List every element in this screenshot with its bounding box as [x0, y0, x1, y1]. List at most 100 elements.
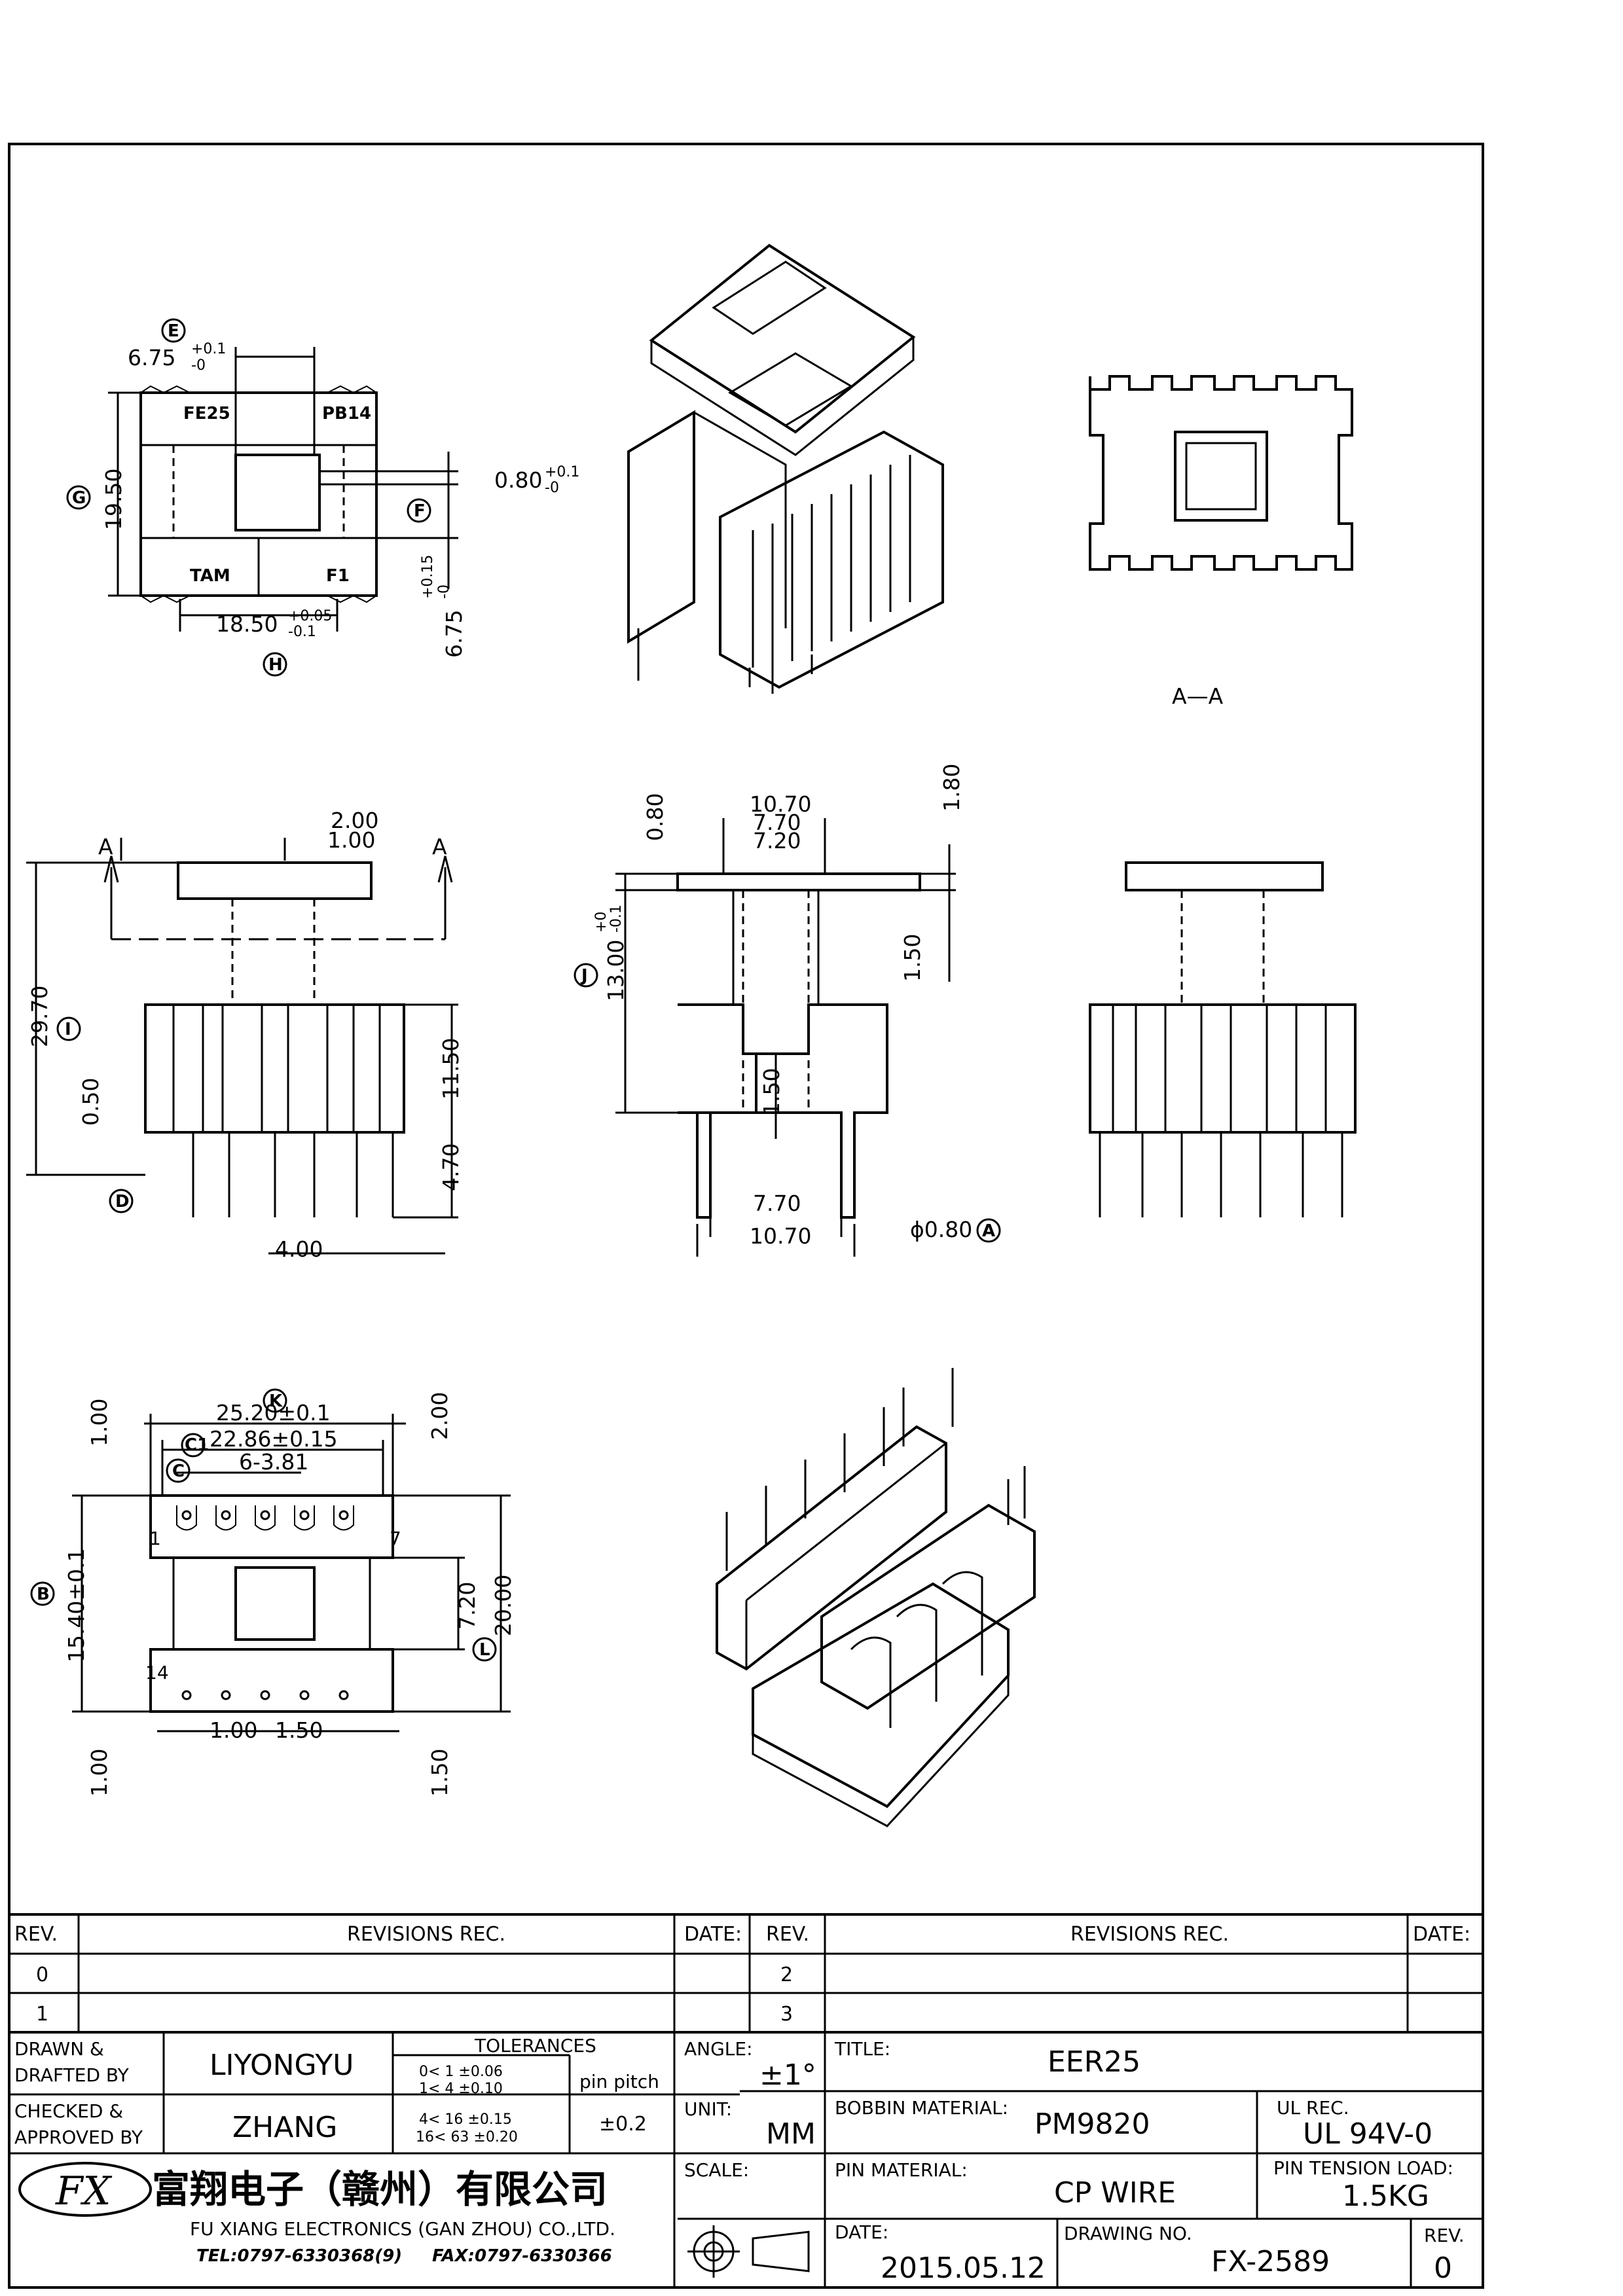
svg-text:C: C: [172, 1462, 185, 1481]
rev-row-2: 2: [780, 1964, 793, 1986]
revisions-header: REVISIONS REC.: [347, 1923, 505, 1946]
unit-label: UNIT:: [684, 2098, 732, 2120]
tol-row-3: 16< 63 ±0.20: [416, 2129, 518, 2145]
svg-text:K: K: [269, 1391, 283, 1411]
section-mark-left: A: [98, 834, 113, 859]
front-dim-150a: 1.50: [900, 934, 925, 982]
callout-g: G: [66, 485, 91, 510]
isometric-view-top: [627, 243, 944, 694]
top-label-fe25: FE25: [183, 404, 230, 423]
rev-header: REV.: [14, 1923, 58, 1946]
callout-j: J: [574, 963, 598, 988]
bottom-dim-b: 15.40±0.1: [64, 1548, 89, 1662]
side-dim-400: 4.00: [275, 1236, 323, 1262]
drawn-label-2: DRAFTED BY: [14, 2064, 130, 2086]
tol-row-2: 4< 16 ±0.15: [419, 2111, 512, 2128]
top-label-f1: F1: [326, 566, 350, 586]
bobbin-material-label: BOBBIN MATERIAL:: [835, 2097, 1008, 2119]
side-dim-2970: 29.70: [27, 986, 52, 1047]
front-dim-080: 0.80: [642, 793, 668, 841]
bottom-dim-720: 7.20: [454, 1582, 480, 1630]
unit-value: MM: [766, 2117, 816, 2151]
callout-c: C: [166, 1458, 191, 1483]
svg-text:H: H: [268, 655, 283, 675]
pin-pitch-label: pin pitch: [579, 2071, 659, 2092]
bottom-dim-100b: 1.00: [210, 1717, 257, 1743]
top-dim-h-tol-dn: -0.1: [288, 624, 316, 640]
date-header-2: DATE:: [1413, 1923, 1470, 1946]
title-label: TITLE:: [834, 2038, 890, 2060]
bottom-view: [72, 1414, 511, 1732]
front-dim-770b: 7.70: [753, 1191, 801, 1216]
side-dim-100: 1.00: [327, 827, 375, 853]
svg-text:C1: C1: [185, 1435, 209, 1455]
pin-material-label: PIN MATERIAL:: [835, 2159, 968, 2181]
date-label: DATE:: [835, 2221, 888, 2243]
bottom-dim-c1: 22.86±0.15: [210, 1426, 338, 1452]
side-view: [26, 838, 458, 1255]
front-dim-1300-tol-dn: -0.1: [608, 905, 625, 933]
top-label-pb14: PB14: [322, 404, 371, 423]
angle-label: ANGLE:: [684, 2038, 753, 2060]
front-dim-1070b: 10.70: [750, 1223, 811, 1249]
pin-tension-value: 1.5KG: [1342, 2179, 1429, 2213]
checked-by: ZHANG: [232, 2111, 337, 2144]
front-dim-180: 1.80: [939, 764, 964, 812]
top-dim-f: 0.80: [494, 467, 542, 493]
svg-text:L: L: [479, 1640, 490, 1660]
bottom-dim-150: 1.50: [275, 1717, 323, 1743]
bottom-dim-200: 2.00: [427, 1392, 452, 1440]
svg-text:E: E: [168, 321, 179, 341]
tol-row-1: 1< 4 ±0.10: [419, 2081, 503, 2097]
pin-pitch-value: ±0.2: [599, 2113, 647, 2136]
revisions-header-2: REVISIONS REC.: [1070, 1923, 1229, 1946]
bottom-pin-1: 1: [149, 1528, 161, 1549]
company-tel: TEL:0797-6330368(9): [196, 2246, 402, 2266]
top-dim-f-tol-dn: -0: [545, 480, 559, 496]
section-aa-view: [1089, 375, 1353, 571]
bottom-dim-100c: 1.00: [86, 1749, 112, 1797]
drawn-label-1: DRAWN &: [14, 2038, 104, 2060]
bottom-dim-2000: 20.00: [490, 1575, 516, 1636]
drawing-no-value: FX-2589: [1211, 2245, 1330, 2278]
rev-value: 0: [1434, 2251, 1452, 2285]
top-dim-g: 19.50: [101, 469, 126, 530]
svg-text:F: F: [414, 501, 426, 521]
side-dim-050: 0.50: [78, 1078, 103, 1126]
top-label-tam: TAM: [190, 566, 230, 586]
sheet-border: [8, 143, 1484, 2289]
section-side-view: [1089, 861, 1357, 1217]
front-dim-1300: 13.00: [603, 940, 629, 1001]
front-dim-720: 7.20: [753, 828, 801, 853]
bottom-dim-c: 6-3.81: [239, 1449, 308, 1475]
top-dim-e: 6.75: [128, 345, 175, 370]
bottom-pin-14: 14: [145, 1662, 169, 1683]
top-dim-e-tol-dn: -0: [191, 357, 206, 374]
company-name-en: FU XIANG ELECTRONICS (GAN ZHOU) CO.,LTD.: [190, 2218, 615, 2240]
callout-l: L: [472, 1637, 497, 1662]
front-dim-770: 7.70: [753, 810, 801, 835]
callout-h: H: [263, 652, 287, 677]
section-aa-label: A—A: [1172, 683, 1224, 709]
rev-header-2: REV.: [766, 1923, 809, 1946]
checked-label-1: CHECKED &: [14, 2100, 123, 2122]
callout-i: I: [56, 1016, 81, 1041]
pin-material-value: CP WIRE: [1054, 2176, 1176, 2210]
top-dim-h-tol-up: +0.05: [288, 608, 332, 624]
company-fax: FAX:0797-6330366: [432, 2246, 612, 2266]
section-mark-right: A: [432, 834, 447, 859]
top-dim-v-tol-up: +0.15: [420, 555, 436, 599]
front-view: [615, 818, 956, 1257]
top-dim-e-tol-up: +0.1: [191, 341, 226, 357]
side-dim-1150: 11.50: [438, 1038, 464, 1100]
bobbin-material-value: PM9820: [1034, 2108, 1150, 2141]
checked-label-2: APPROVED BY: [14, 2126, 143, 2148]
tolerances-label: TOLERANCES: [474, 2035, 596, 2056]
svg-text:A: A: [982, 1221, 995, 1241]
company-name-cn: 富翔电子（赣州）有限公司: [152, 2167, 608, 2212]
svg-text:J: J: [580, 966, 588, 986]
angle-value: ±1°: [759, 2058, 816, 2092]
pin-tension-label: PIN TENSION LOAD:: [1273, 2157, 1453, 2179]
title-block: [9, 1913, 1483, 2287]
